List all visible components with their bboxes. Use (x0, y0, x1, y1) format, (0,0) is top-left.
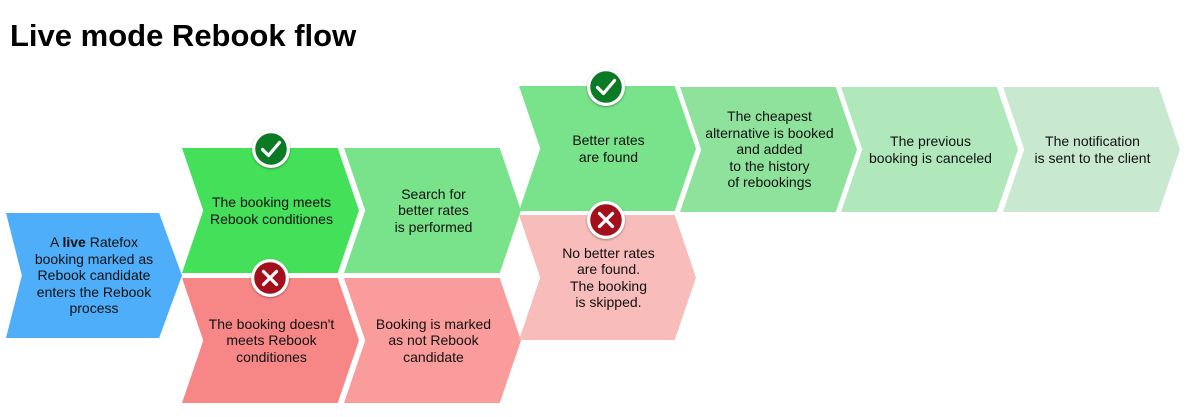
cross-icon (251, 259, 289, 297)
step-no-better-rates: No better rates are found. The booking i… (519, 215, 696, 340)
step-search-rates-label: Search for better rates is performed (394, 185, 473, 235)
page-title: Live mode Rebook flow (10, 18, 357, 53)
step-start-label: A live Ratefox booking marked as Rebook … (34, 234, 154, 317)
step-not-meets-conditions: The booking doesn't meets Rebook conditi… (182, 278, 359, 403)
step-marked-not-candidate-label: Booking is marked as not Rebook candidat… (375, 315, 492, 365)
check-icon (252, 130, 290, 168)
step-notification-sent-label: The notification is sent to the client (1034, 133, 1151, 166)
step-previous-canceled-label: The previous booking is canceled (869, 133, 992, 166)
cross-icon (587, 201, 625, 239)
step-marked-not-candidate: Booking is marked as not Rebook candidat… (344, 278, 521, 403)
live-emphasis: live (62, 234, 86, 251)
step-meets-conditions: The booking meets Rebook conditiones (182, 148, 359, 273)
step-better-rates-found: Better rates are found (519, 86, 696, 211)
step-not-meets-conditions-label: The booking doesn't meets Rebook conditi… (208, 315, 335, 365)
step-notification-sent: The notification is sent to the client (1003, 87, 1180, 212)
step-start: A live Ratefox booking marked as Rebook … (6, 213, 182, 338)
step-search-rates: Search for better rates is performed (344, 148, 521, 273)
step-better-rates-found-label: Better rates are found (572, 132, 645, 165)
step-no-better-rates-label: No better rates are found. The booking i… (562, 244, 655, 311)
step-previous-canceled: The previous booking is canceled (841, 87, 1018, 212)
step-cheapest-booked-label: The cheapest alternative is booked and a… (705, 108, 834, 191)
step-cheapest-booked: The cheapest alternative is booked and a… (680, 87, 857, 212)
step-meets-conditions-label: The booking meets Rebook conditiones (210, 194, 333, 227)
check-icon (587, 68, 625, 106)
